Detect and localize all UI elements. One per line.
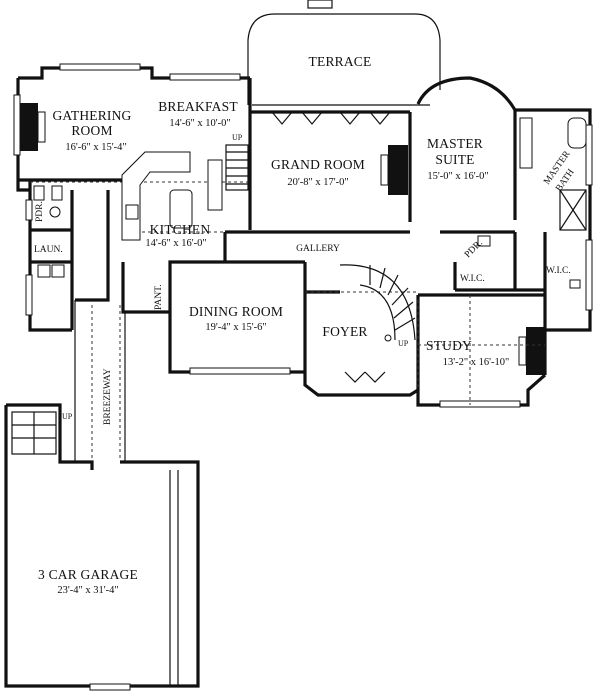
master-suite-dims: 15'-0" x 16'-0" [427, 171, 488, 182]
grand-room-dims: 20'-8" x 17'-0" [287, 177, 348, 188]
breakfast-dims: 14'-6" x 10'-0" [169, 118, 230, 129]
kitchen-fixtures [121, 151, 223, 241]
laun-label: LAUN. [34, 245, 63, 255]
fireplace-study [526, 327, 544, 375]
pant-label: PANT. [154, 284, 164, 310]
study-dims: 13'-2" x 16'-10" [443, 357, 510, 368]
breakfast-label: BREAKFAST [158, 99, 238, 114]
garage-structure [4, 403, 200, 691]
gathering-room-dims: 16'-6" x 15'-4" [65, 142, 126, 153]
interior-walls [18, 78, 547, 330]
garage-dims: 23'-4" x 31'-4" [57, 585, 118, 596]
stairs-foyer [339, 264, 416, 342]
pdr-left-label: PDR. [35, 201, 45, 222]
master-bath-fixtures [519, 117, 587, 231]
french-doors [271, 111, 391, 383]
gathering-room-label-2: ROOM [71, 123, 112, 138]
terrace-area [247, 0, 441, 106]
breezeway-label: BREEZEWAY [103, 368, 113, 425]
dining-room-label: DINING ROOM [189, 304, 283, 319]
wic-left-label: W.I.C. [460, 274, 485, 284]
gathering-room-label: GATHERING [52, 108, 131, 123]
kitchen-label: KITCHEN [150, 222, 211, 237]
wic-right-label: W.I.C. [546, 266, 571, 276]
foyer-label: FOYER [322, 324, 367, 339]
dining-room-dims: 19'-4" x 15'-6" [205, 322, 266, 333]
fireplaces [20, 103, 544, 375]
master-suite-label-2: SUITE [435, 152, 474, 167]
grand-room-label: GRAND ROOM [271, 157, 365, 172]
kitchen-dims: 14'-6" x 16'-0" [145, 238, 206, 249]
master-suite-label: MASTER [427, 136, 483, 151]
breakfast-stair-up: UP [232, 133, 243, 142]
fireplace-gathering [20, 103, 38, 151]
fireplace-grand [388, 145, 408, 195]
utility-fixtures [33, 185, 581, 289]
gallery-label: GALLERY [296, 244, 340, 254]
windows [13, 63, 593, 408]
garage-stair-up: UP [62, 412, 73, 421]
breezeway-structure [74, 300, 126, 462]
garage-label: 3 CAR GARAGE [38, 567, 138, 582]
stairs-breakfast [225, 144, 249, 191]
study-label: STUDY [426, 338, 472, 353]
terrace-label: TERRACE [309, 54, 372, 69]
foyer-stair-up: UP [398, 339, 409, 348]
